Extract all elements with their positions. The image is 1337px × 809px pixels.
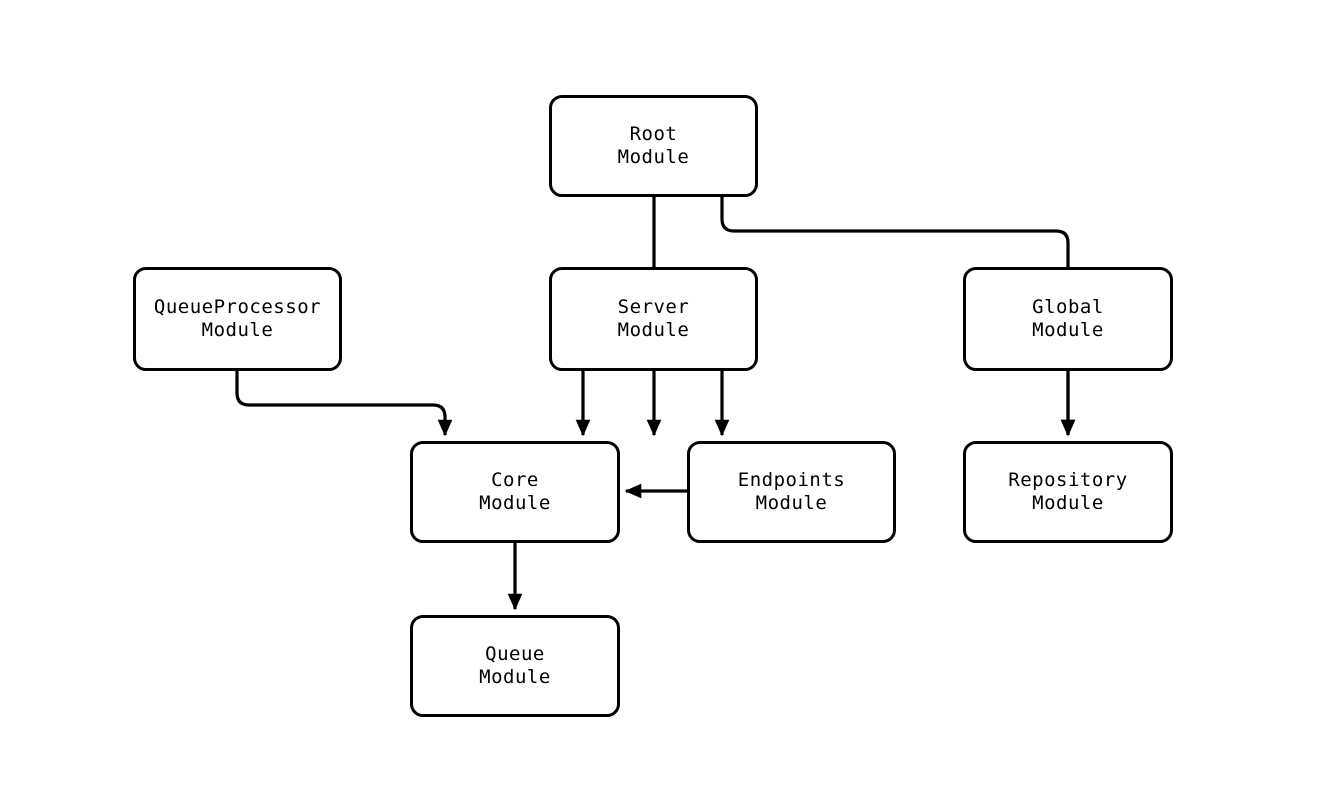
node-queue-module[interactable]: Queue Module [410, 615, 620, 717]
node-root-module-name: Root [629, 123, 678, 145]
node-global-module-name: Global [1032, 296, 1104, 318]
node-core-module[interactable]: Core Module [410, 441, 620, 543]
node-repository-module-name: Repository [1008, 469, 1128, 491]
node-core-module-name: Core [491, 469, 539, 491]
node-queueprocessor-module-suffix: Module [201, 319, 274, 341]
node-endpoints-module[interactable]: Endpoints Module [687, 441, 896, 543]
node-server-module[interactable]: Server Module [549, 267, 758, 371]
node-queueprocessor-module[interactable]: QueueProcessor Module [133, 267, 342, 371]
node-global-module[interactable]: Global Module [963, 267, 1173, 371]
node-endpoints-module-name: Endpoints [737, 469, 846, 491]
node-queueprocessor-module-name: QueueProcessor [153, 296, 322, 318]
node-repository-module[interactable]: Repository Module [963, 441, 1173, 543]
node-queue-module-name: Queue [485, 643, 545, 665]
node-root-module-suffix: Module [617, 146, 690, 168]
node-root-module[interactable]: Root Module [549, 95, 758, 197]
node-repository-module-suffix: Module [1032, 492, 1104, 514]
node-server-module-name: Server [617, 296, 690, 318]
edge-root-global [720, 197, 1076, 437]
node-server-module-suffix: Module [617, 319, 690, 341]
node-endpoints-module-suffix: Module [755, 492, 828, 514]
node-global-module-suffix: Module [1032, 319, 1104, 341]
node-queue-module-suffix: Module [479, 666, 551, 688]
edge-queueprocessor-core [235, 371, 453, 437]
node-core-module-suffix: Module [479, 492, 551, 514]
